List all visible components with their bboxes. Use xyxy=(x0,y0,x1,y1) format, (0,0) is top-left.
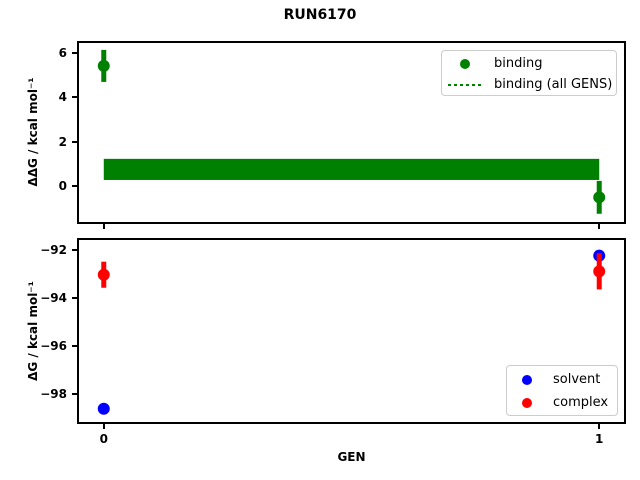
x-tick-mark xyxy=(102,424,105,429)
solvent-dot-icon xyxy=(522,374,532,385)
y-tick-mark xyxy=(72,296,77,299)
all-gens-band xyxy=(103,158,600,180)
legend-item-binding: binding xyxy=(442,53,616,74)
legend-marker xyxy=(442,58,488,69)
y-tick-label: 6 xyxy=(58,46,67,60)
y-tick-label: −96 xyxy=(40,339,67,354)
lower-axes xyxy=(77,238,626,424)
legend-marker xyxy=(507,397,547,408)
complex-point-1 xyxy=(593,265,606,278)
x-tick-mark xyxy=(598,224,601,229)
y-tick-mark xyxy=(72,185,77,188)
legend-label: complex xyxy=(553,395,609,410)
dotted-line-icon xyxy=(448,83,482,86)
y-tick-label: 2 xyxy=(58,134,67,149)
y-tick-label: 4 xyxy=(58,90,67,105)
binding-dot-icon xyxy=(460,58,470,69)
y-tick-mark xyxy=(72,393,77,396)
complex-dot-icon xyxy=(522,397,532,408)
legend-label: binding xyxy=(494,56,543,71)
legend-marker xyxy=(507,374,547,385)
upper-legend: binding binding (all GENS) xyxy=(441,50,617,96)
y-tick-label: −94 xyxy=(40,290,67,305)
y-tick-label: −98 xyxy=(40,387,67,402)
x-tick-mark xyxy=(598,424,601,429)
plot-title: RUN6170 xyxy=(283,7,357,23)
legend-label: binding (all GENS) xyxy=(494,77,613,92)
y-tick-mark xyxy=(72,52,77,54)
solvent-point-0 xyxy=(97,402,110,415)
legend-item-solvent: solvent xyxy=(507,368,617,391)
binding-point-0 xyxy=(97,59,110,72)
lower-legend: solvent complex xyxy=(506,365,618,416)
y-tick-label: 0 xyxy=(58,179,67,194)
x-axis-label: GEN xyxy=(337,450,366,464)
x-tick-label: 0 xyxy=(99,432,108,446)
x-tick-mark xyxy=(102,224,105,229)
y-tick-mark xyxy=(72,345,77,348)
y-tick-mark xyxy=(72,96,77,99)
legend-item-complex: complex xyxy=(507,391,617,414)
y-tick-label: −92 xyxy=(40,242,67,257)
legend-marker xyxy=(442,83,488,86)
legend-item-binding-all-gens: binding (all GENS) xyxy=(442,74,616,95)
legend-label: solvent xyxy=(553,372,601,387)
binding-point-1 xyxy=(593,191,606,204)
complex-point-0 xyxy=(97,268,110,281)
y-tick-mark xyxy=(72,140,77,143)
y-tick-mark xyxy=(72,248,77,251)
ddg-binding-plot-canvas xyxy=(97,49,606,214)
dg-plot-canvas xyxy=(97,249,606,415)
x-tick-label: 1 xyxy=(595,432,604,446)
